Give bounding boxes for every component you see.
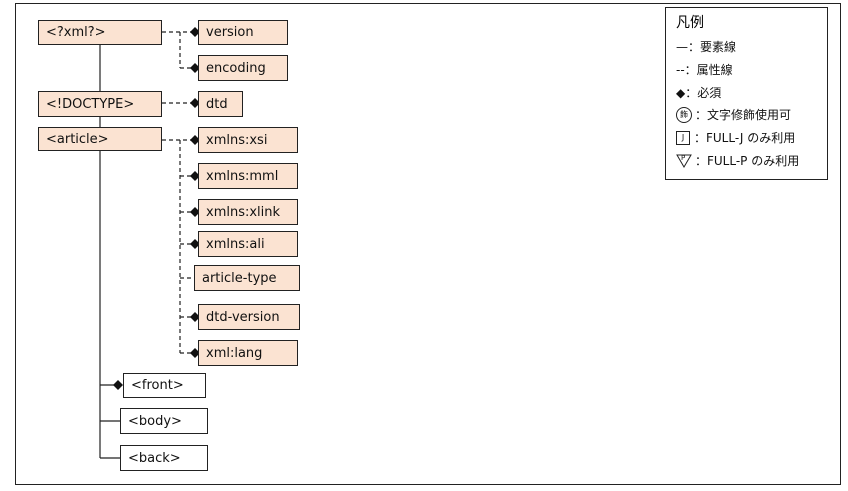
full-j-icon: J	[676, 130, 690, 145]
attribute-xmlns-xsi: xmlns:xsi	[198, 127, 298, 153]
attribute-dtd-version: dtd-version	[198, 304, 300, 330]
attribute-label: xmlns:mml	[206, 168, 279, 184]
legend-text: —：要素線	[676, 40, 737, 54]
diagram-frame	[15, 3, 841, 485]
element-front: <front>	[123, 373, 206, 398]
element-xml-decl: <?xml?>	[38, 20, 162, 45]
legend-text: ：FULL-J のみ利用	[694, 131, 796, 145]
required-diamond	[190, 171, 200, 181]
attribute-label: article-type	[202, 270, 277, 286]
element-label: <!DOCTYPE>	[46, 96, 135, 112]
element-body: <body>	[120, 408, 208, 434]
legend-text: --：属性線	[676, 63, 733, 77]
element-label: <?xml?>	[46, 25, 106, 40]
legend-full-p: P ：FULL-P のみ利用	[676, 152, 799, 169]
required-diamond	[190, 207, 200, 217]
legend-element-line: —：要素線	[676, 38, 736, 55]
attribute-label: xmlns:xsi	[206, 132, 268, 148]
attribute-label: encoding	[206, 60, 266, 76]
attribute-article-type: article-type	[194, 265, 300, 291]
attribute-encoding: encoding	[198, 55, 288, 81]
attribute-label: xmlns:xlink	[206, 204, 281, 220]
triangle-icon	[676, 154, 692, 168]
attribute-xmlns-ali: xmlns:ali	[198, 231, 298, 257]
full-p-triangle-icon: P	[676, 154, 692, 168]
required-diamond	[190, 348, 200, 358]
element-label: <front>	[131, 378, 184, 393]
attribute-label: dtd	[206, 96, 228, 112]
legend-attribute-line: --：属性線	[676, 61, 733, 78]
element-back: <back>	[120, 445, 208, 471]
legend-required: ◆：必須	[676, 84, 721, 101]
legend: 凡例 —：要素線 --：属性線 ◆：必須 飾 ：文字修飾使用可 J ：FULL-…	[665, 7, 828, 180]
required-diamond	[113, 380, 123, 390]
element-doctype: <!DOCTYPE>	[38, 91, 162, 117]
legend-title: 凡例	[676, 15, 704, 31]
full-p-icon-letter: P	[681, 153, 686, 162]
legend-text: ：文字修飾使用可	[695, 108, 792, 122]
legend-text: ◆：必須	[676, 86, 722, 100]
required-diamond	[190, 239, 200, 249]
legend-char-mod: 飾 ：文字修飾使用可	[676, 106, 791, 123]
attribute-xmlns-xlink: xmlns:xlink	[198, 199, 298, 225]
legend-text: ：FULL-P のみ利用	[695, 154, 800, 168]
attribute-xmlns-mml: xmlns:mml	[198, 163, 298, 189]
required-diamond	[190, 135, 200, 145]
required-diamond	[190, 63, 200, 73]
attribute-label: xml:lang	[206, 345, 263, 361]
element-label: <back>	[128, 450, 181, 466]
element-label: <article>	[46, 131, 109, 147]
element-label: <body>	[128, 413, 182, 429]
attribute-dtd: dtd	[198, 91, 243, 117]
char-mod-icon: 飾	[676, 106, 692, 123]
required-diamond	[190, 27, 200, 37]
attribute-label: xmlns:ali	[206, 236, 265, 252]
legend-full-j: J ：FULL-J のみ利用	[676, 129, 795, 146]
required-diamond	[190, 98, 200, 108]
required-diamond	[190, 312, 200, 322]
attribute-label: dtd-version	[206, 309, 280, 325]
attribute-version: version	[198, 20, 288, 45]
element-article: <article>	[38, 127, 162, 151]
attribute-xml-lang: xml:lang	[198, 340, 298, 366]
attribute-label: version	[206, 25, 254, 40]
